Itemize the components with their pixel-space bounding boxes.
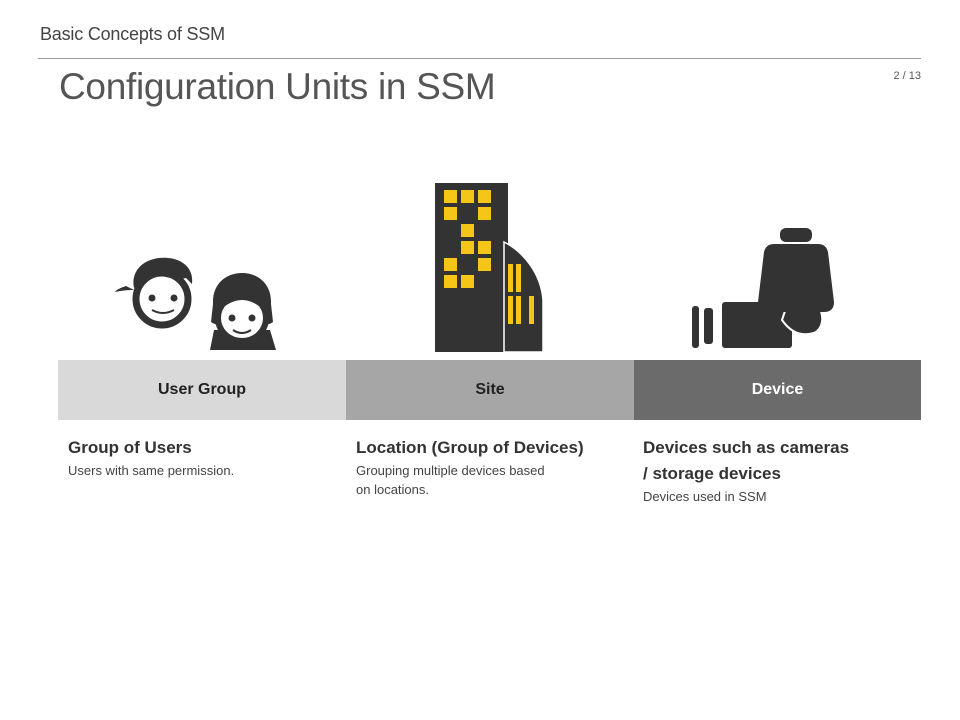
- description-title: Devices such as cameras / storage device…: [643, 438, 850, 483]
- user-male-icon: [115, 257, 193, 329]
- section-label: Basic Concepts of SSM: [40, 24, 225, 44]
- building-icon: [435, 183, 544, 353]
- band-user-group: User Group: [58, 360, 346, 420]
- description-site: Location (Group of Devices) Grouping mul…: [356, 435, 626, 499]
- page-title: Configuration Units in SSM: [59, 66, 496, 107]
- user-female-icon: [210, 273, 276, 350]
- description-title: Location (Group of Devices): [356, 438, 584, 457]
- description-body: Grouping multiple devices based on locat…: [356, 463, 545, 497]
- page-number: 2 / 13: [893, 70, 921, 82]
- header-divider: [38, 58, 921, 59]
- description-body: Devices used in SSM: [643, 489, 767, 504]
- description-body: Users with same permission.: [68, 463, 235, 478]
- band-site: Site: [346, 360, 634, 420]
- description-user-group: Group of Users Users with same permissio…: [68, 435, 338, 480]
- description-device: Devices such as cameras / storage device…: [643, 435, 913, 506]
- description-title: Group of Users: [68, 438, 192, 457]
- camera-storage-device-icon: [692, 228, 834, 348]
- band-device: Device: [634, 360, 921, 420]
- two-users-icon: [115, 257, 276, 350]
